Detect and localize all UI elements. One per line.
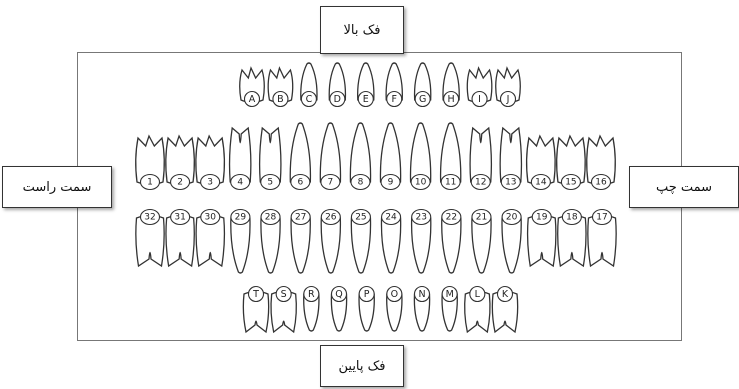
permanent-upper-tooth-label-2: 2 xyxy=(177,178,183,188)
permanent-upper-tooth-label-8: 8 xyxy=(358,178,364,188)
permanent-upper-tooth-label-13: 13 xyxy=(505,178,516,188)
permanent-lower-tooth-label-28: 28 xyxy=(265,213,277,223)
primary-upper-row: A B C D E F G H I J xyxy=(240,63,521,107)
primary-upper-tooth-label-F: F xyxy=(391,94,396,105)
permanent-lower-tooth-label-24: 24 xyxy=(385,213,397,223)
primary-upper-tooth-label-D: D xyxy=(334,94,341,105)
permanent-upper-tooth-label-6: 6 xyxy=(297,178,303,188)
permanent-lower-tooth-label-19: 19 xyxy=(536,213,548,223)
permanent-upper-tooth-label-4: 4 xyxy=(237,178,243,188)
permanent-lower-tooth-label-20: 20 xyxy=(506,213,518,223)
permanent-upper-tooth-label-3: 3 xyxy=(207,178,213,188)
primary-lower-tooth-label-P: P xyxy=(364,289,370,300)
permanent-lower-tooth-label-23: 23 xyxy=(415,213,426,223)
permanent-upper-tooth-label-15: 15 xyxy=(565,178,576,188)
permanent-upper-tooth-label-5: 5 xyxy=(267,178,273,188)
primary-lower-tooth-label-Q: Q xyxy=(335,289,342,300)
permanent-lower-tooth-label-22: 22 xyxy=(446,213,457,223)
permanent-lower-tooth-label-18: 18 xyxy=(566,213,578,223)
primary-upper-tooth-label-C: C xyxy=(306,94,313,105)
primary-lower-tooth-label-L: L xyxy=(475,289,481,300)
lower-jaw-label: فک پایین xyxy=(320,345,404,387)
permanent-upper-tooth-label-16: 16 xyxy=(595,178,607,188)
permanent-lower-tooth-label-29: 29 xyxy=(235,213,247,223)
left-side-label: سمت چپ xyxy=(629,166,739,208)
permanent-lower-tooth-label-32: 32 xyxy=(144,213,155,223)
right-side-label: سمت راست xyxy=(2,166,112,208)
permanent-upper-tooth-label-11: 11 xyxy=(445,178,456,188)
primary-upper-tooth-label-I: I xyxy=(478,94,481,105)
permanent-lower-tooth-label-21: 21 xyxy=(476,213,487,223)
primary-upper-tooth-label-B: B xyxy=(277,94,284,105)
permanent-upper-tooth-label-1: 1 xyxy=(147,178,153,188)
upper-jaw-label: فک بالا xyxy=(320,6,404,54)
permanent-lower-tooth-label-30: 30 xyxy=(205,213,217,223)
permanent-upper-tooth-label-14: 14 xyxy=(535,178,547,188)
permanent-upper-tooth-label-7: 7 xyxy=(328,178,334,188)
primary-upper-tooth-label-H: H xyxy=(448,94,455,105)
permanent-lower-tooth-label-26: 26 xyxy=(325,213,337,223)
primary-lower-tooth-label-M: M xyxy=(446,289,454,300)
primary-upper-tooth-label-E: E xyxy=(363,94,369,105)
permanent-upper-tooth-label-10: 10 xyxy=(415,178,427,188)
primary-lower-tooth-label-N: N xyxy=(418,289,425,300)
permanent-lower-tooth-label-27: 27 xyxy=(295,213,306,223)
primary-upper-tooth-label-J: J xyxy=(506,94,510,105)
primary-upper-tooth-label-G: G xyxy=(419,94,426,105)
primary-upper-tooth-label-A: A xyxy=(249,94,256,105)
primary-lower-tooth-label-T: T xyxy=(252,289,259,300)
primary-lower-tooth-label-K: K xyxy=(502,289,509,300)
permanent-lower-tooth-label-31: 31 xyxy=(174,213,185,223)
primary-lower-tooth-label-S: S xyxy=(281,289,287,300)
permanent-lower-tooth-label-25: 25 xyxy=(355,213,366,223)
permanent-upper-tooth-label-12: 12 xyxy=(475,178,486,188)
primary-lower-tooth-label-R: R xyxy=(308,289,315,300)
permanent-lower-tooth-label-17: 17 xyxy=(596,213,607,223)
primary-lower-tooth-label-O: O xyxy=(391,289,398,300)
permanent-upper-tooth-label-9: 9 xyxy=(388,178,394,188)
permanent-lower-row: 32 31 30 29 28 27 26 25 24 23 22 21 20 19 18 17 xyxy=(136,210,616,274)
